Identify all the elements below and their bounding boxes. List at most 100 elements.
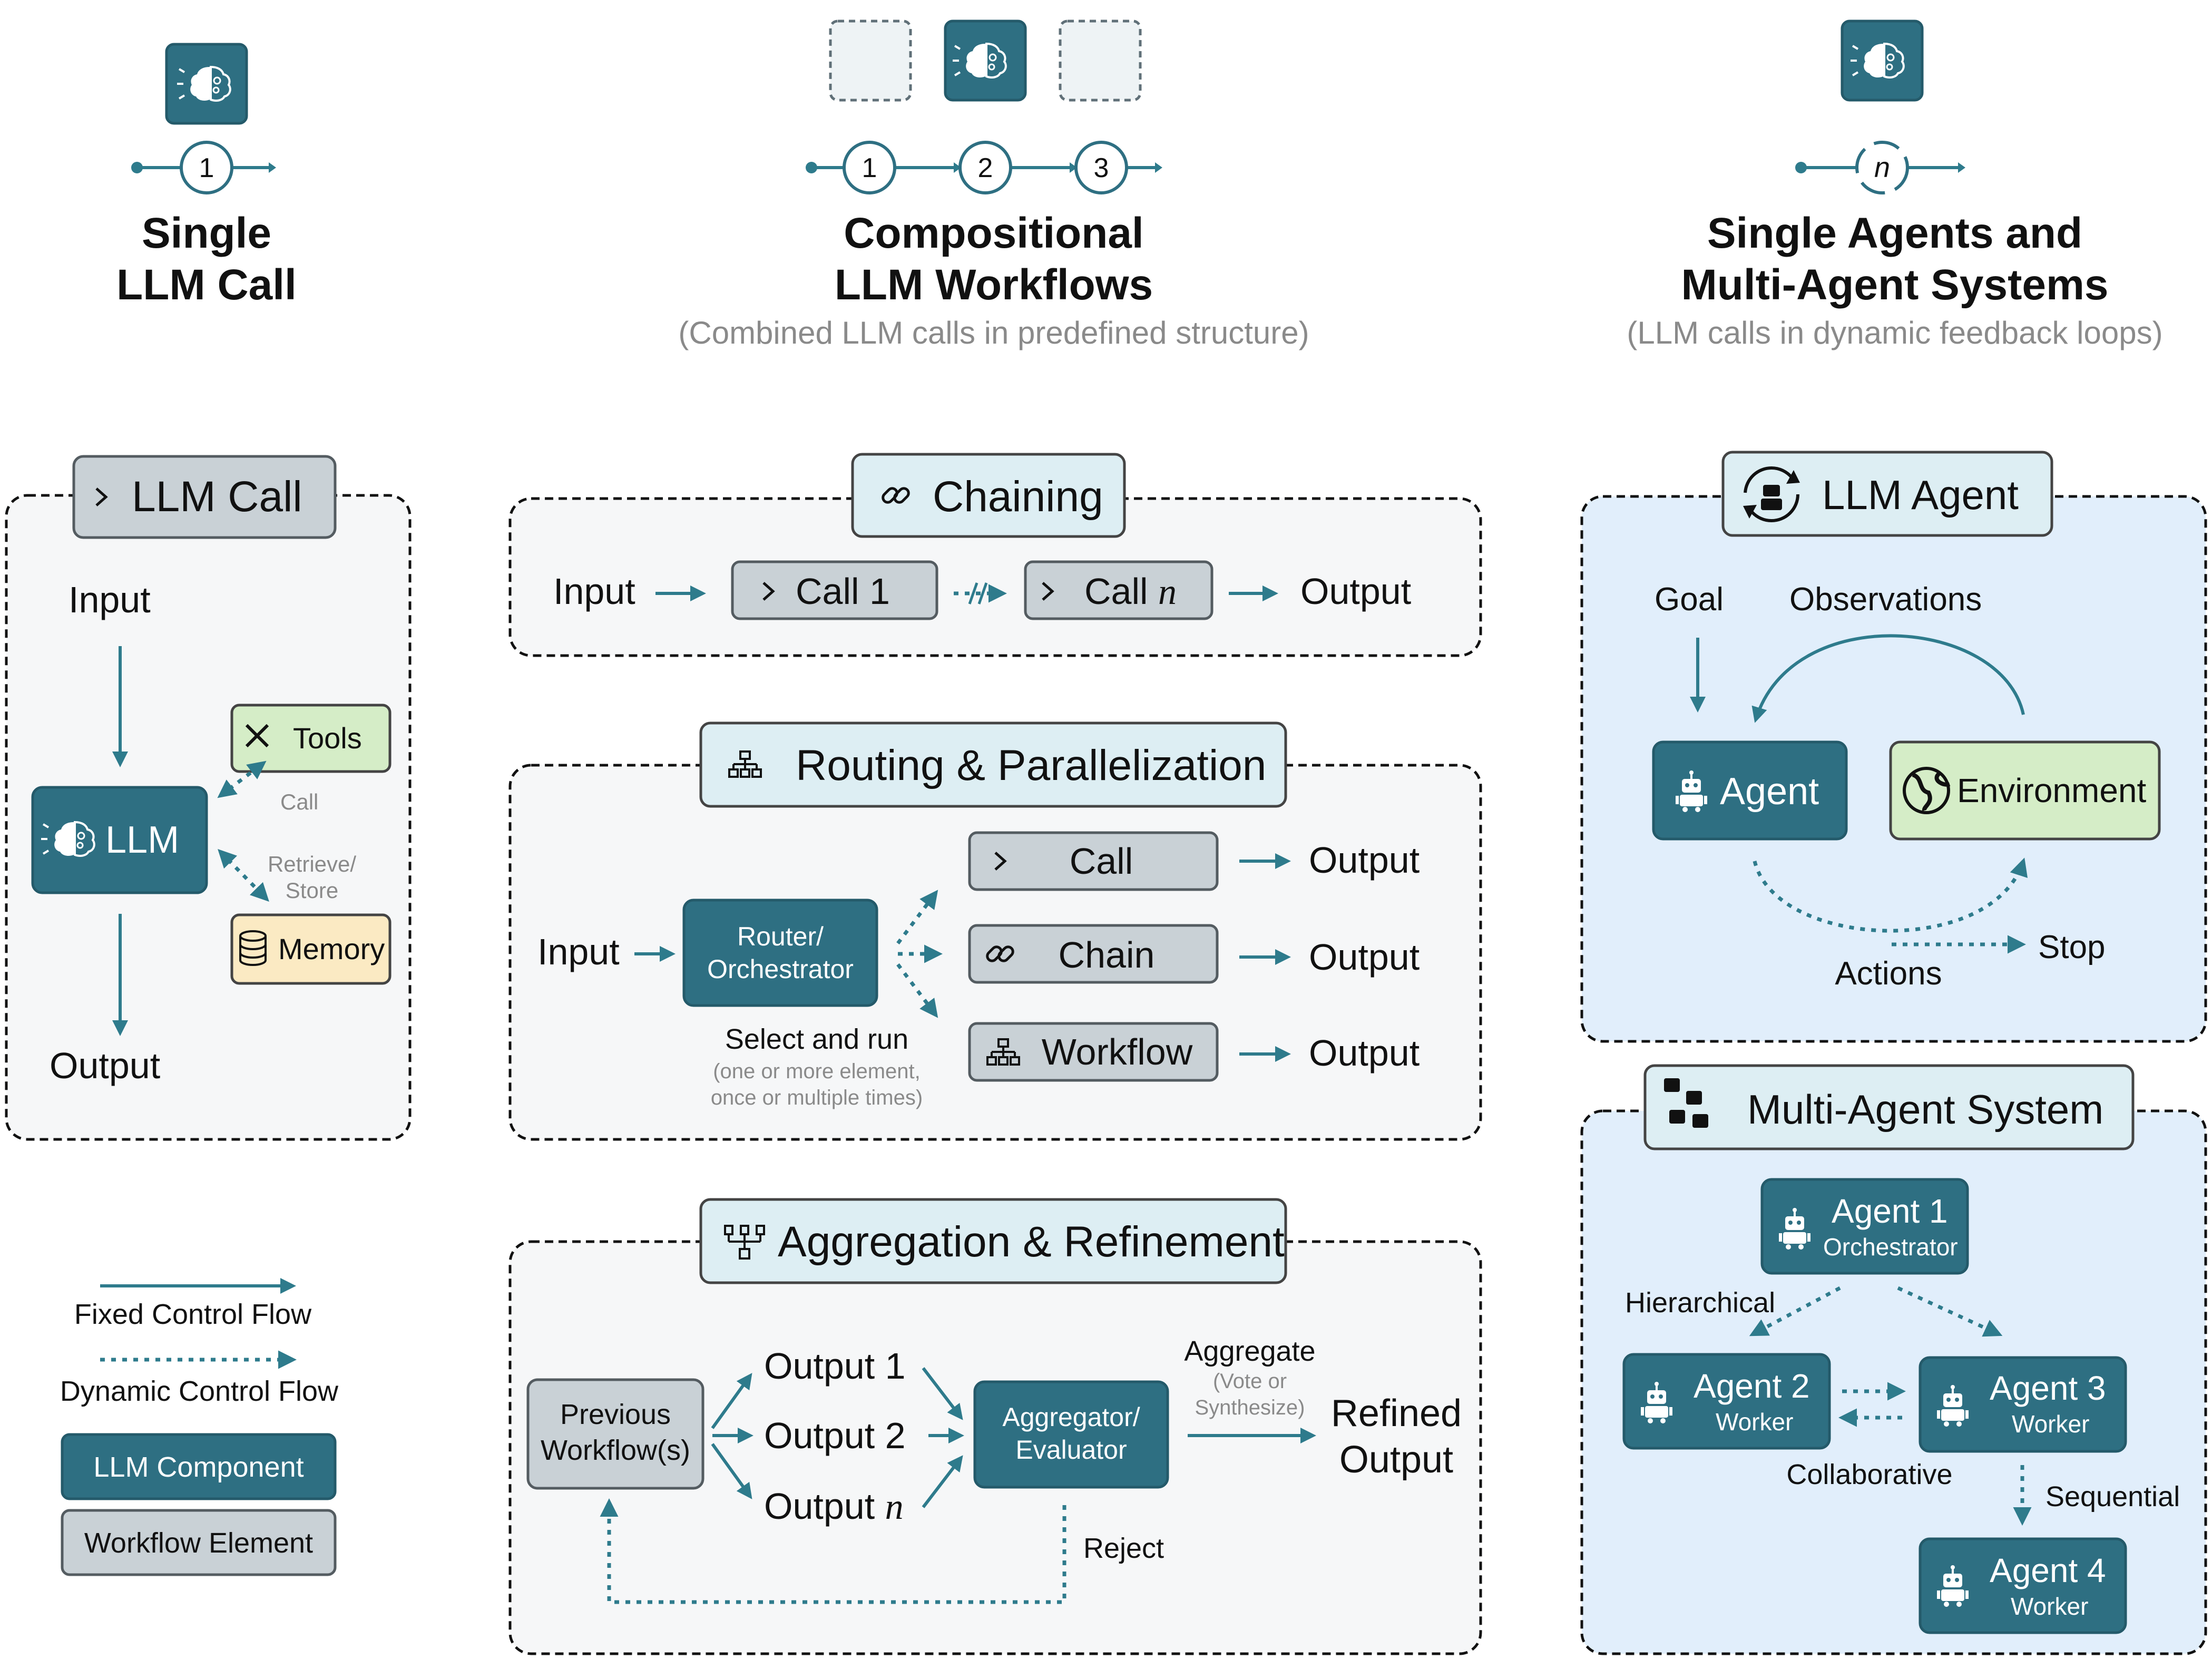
memory-label: Memory: [278, 932, 385, 965]
agent-1-label: Agent 1: [1832, 1192, 1948, 1230]
aggregation-title-box: [699, 1198, 1287, 1284]
routing-panel: Routing & Parallelization Input Router/ …: [508, 721, 1482, 1141]
aggregate-label: Aggregate: [1184, 1335, 1315, 1367]
column-subtitle: (LLM calls in dynamic feedback loops): [1627, 315, 2162, 350]
agent-4-box: [1919, 1537, 2127, 1634]
agent-1-role: Orchestrator: [1823, 1233, 1958, 1261]
agent-loop-icon: [1743, 466, 1800, 522]
agent-2-role: Worker: [1716, 1408, 1793, 1436]
legend-fixed-label: Fixed Control Flow: [74, 1299, 312, 1330]
step-number: 1: [862, 153, 877, 183]
agent-2-label: Agent 2: [1694, 1367, 1810, 1405]
llm-call-title-box: [72, 455, 337, 539]
multi-robot-icon: [1664, 1078, 1708, 1128]
note-line1: (one or more element,: [713, 1060, 921, 1083]
column-subtitle: (Combined LLM calls in predefined struct…: [678, 315, 1309, 350]
aggregation-panel: Aggregation & Refinement Previous Workfl…: [508, 1198, 1482, 1655]
panel-title: Routing & Parallelization: [796, 741, 1266, 789]
output-label: Output: [1309, 1032, 1420, 1074]
vote-label-line1: (Vote or: [1213, 1370, 1287, 1393]
vote-label-line2: Synthesize): [1195, 1396, 1305, 1419]
tools-box: [230, 704, 391, 773]
route-call-label: Call: [1070, 841, 1133, 882]
agent-3-role: Worker: [2012, 1410, 2089, 1438]
router-label-line2: Orchestrator: [707, 954, 854, 984]
sequential-label: Sequential: [2045, 1481, 2180, 1512]
svg-text:Call n: Call n: [1084, 571, 1177, 612]
step-number: 2: [978, 153, 993, 183]
route-workflow-box: [968, 1022, 1219, 1082]
call-n-variable: n: [1158, 572, 1177, 612]
column-title-line2: LLM Workflows: [835, 261, 1153, 309]
route-chain-box: [968, 924, 1219, 984]
legend-workflow-element-label: Workflow Element: [84, 1527, 313, 1559]
panel-title: Chaining: [933, 473, 1103, 521]
agent-2-box: [1622, 1353, 1831, 1450]
panel-title: LLM Call: [132, 473, 302, 521]
previous-label-line2: Workflow(s): [541, 1434, 690, 1466]
column-title-line2: Multi-Agent Systems: [1681, 261, 2109, 309]
environment-box: [1889, 740, 2161, 841]
panel-title: Multi-Agent System: [1747, 1086, 2103, 1133]
aggregator-box: [973, 1380, 1169, 1489]
route-call-box: [968, 831, 1219, 891]
header-compositional-workflows: 1 2 3 Compositional LLM Workflows (Combi…: [678, 19, 1309, 350]
agent-4-role: Worker: [2011, 1593, 2088, 1620]
router-label-line1: Router/: [737, 922, 824, 951]
output-n-prefix: Output: [764, 1486, 885, 1527]
store-label: Store: [286, 878, 338, 903]
stop-label: Stop: [2038, 929, 2106, 965]
previous-label-line1: Previous: [560, 1399, 671, 1430]
chaining-panel: Chaining Input Call 1 Call n Output: [508, 453, 1482, 657]
output-label: Output: [1309, 840, 1420, 881]
header-single-llm-call: 1 Single LLM Call: [116, 43, 297, 309]
loop-symbol: n: [1874, 152, 1890, 183]
call-n-box: [1024, 560, 1213, 620]
goal-label: Goal: [1655, 581, 1724, 618]
refined-label-line2: Output: [1339, 1439, 1453, 1481]
output-label: Output: [1300, 571, 1411, 612]
input-label: Input: [553, 571, 635, 612]
llm-call-panel: LLM Call Input LLM Output Tools Memory C…: [5, 455, 412, 1141]
router-box: [682, 899, 878, 1007]
multi-agent-title-box: [1643, 1064, 2135, 1150]
llm-label: LLM: [105, 819, 179, 861]
call-label: Call: [280, 789, 318, 814]
output-1-label: Output 1: [764, 1345, 906, 1387]
hierarchical-label: Hierarchical: [1625, 1287, 1775, 1319]
agent-4-label: Agent 4: [1990, 1551, 2106, 1589]
legend: Fixed Control Flow Dynamic Control Flow …: [60, 1278, 339, 1576]
panel-title: LLM Agent: [1822, 472, 2019, 518]
environment-label: Environment: [1957, 772, 2147, 809]
step-number: 1: [199, 153, 214, 183]
llm-agent-panel: LLM Agent Goal Observations Agent Enviro…: [1580, 451, 2207, 1043]
legend-llm-component: [61, 1433, 337, 1500]
input-label: Input: [537, 931, 620, 972]
aggregator-label-line2: Evaluator: [1015, 1435, 1127, 1465]
legend-llm-component-label: LLM Component: [93, 1451, 304, 1483]
route-workflow-label: Workflow: [1042, 1031, 1193, 1072]
agent-3-box: [1919, 1356, 2127, 1453]
previous-workflow-box: [526, 1378, 704, 1490]
globe-icon: [1903, 767, 1951, 814]
call-1-label: Call 1: [796, 571, 890, 612]
call-1-box: [731, 560, 938, 620]
tools-label: Tools: [293, 721, 362, 755]
agent-1-box: [1760, 1178, 1969, 1275]
output-label: Output: [1309, 936, 1420, 978]
agent-label: Agent: [1720, 770, 1819, 813]
note-line2: once or multiple times): [711, 1086, 923, 1109]
actions-label: Actions: [1835, 955, 1942, 992]
call-n-prefix: Call: [1084, 571, 1158, 612]
loop-icon: [1855, 141, 1909, 194]
column-title-line1: Compositional: [844, 209, 1143, 257]
faded-brain-tile-icon: [829, 19, 912, 102]
multi-agent-panel: Multi-Agent System Agent 1 Orchestrator …: [1580, 1064, 2207, 1655]
aggregator-label-line1: Aggregator/: [1002, 1402, 1140, 1432]
header-agents: n Single Agents and Multi-Agent Systems …: [1627, 19, 2163, 350]
column-title-line1: Single Agents and: [1707, 209, 2082, 257]
select-run-label: Select and run: [725, 1023, 908, 1055]
svg-text:Output n: Output n: [764, 1486, 904, 1527]
output-2-label: Output 2: [764, 1415, 906, 1456]
